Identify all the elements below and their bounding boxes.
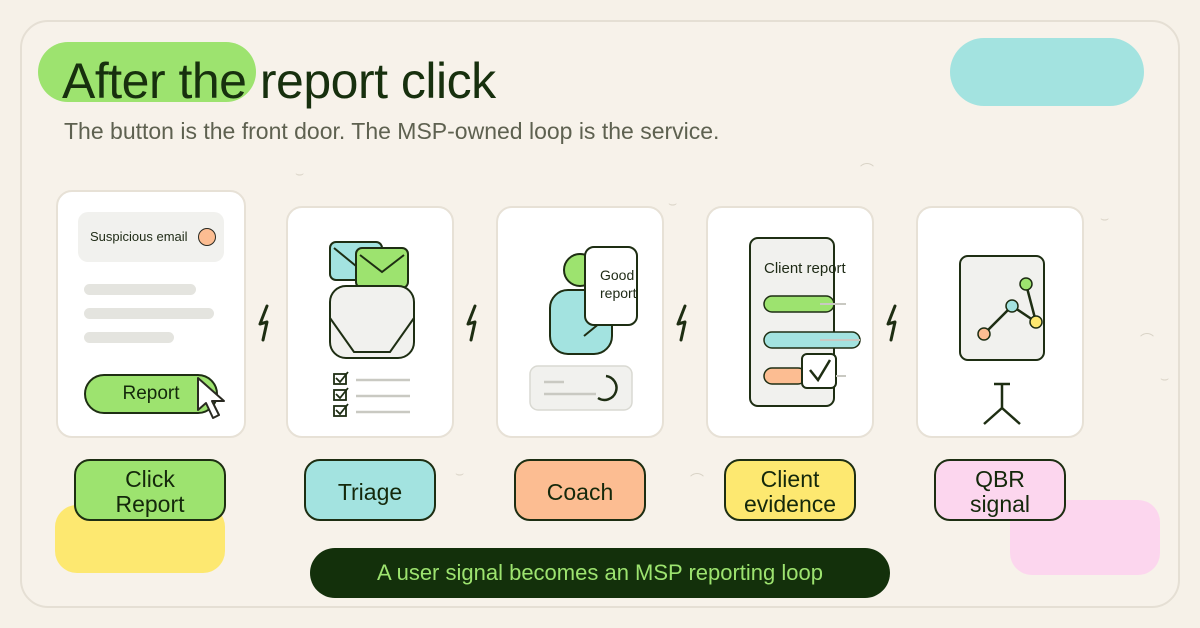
- step-card-client-evidence: Client report: [706, 206, 874, 438]
- suspicious-email-label: Suspicious email: [90, 229, 188, 244]
- client-report-title: Client report: [764, 260, 846, 277]
- decor-speck: ⌣: [1160, 370, 1170, 386]
- decor-speck: ⌣: [295, 165, 305, 181]
- page-subtitle: The button is the front door. The MSP-ow…: [64, 118, 720, 144]
- decor-teal-blob: [950, 38, 1144, 106]
- cursor-arrow-icon: [197, 377, 225, 419]
- step-label-client-evidence: Client evidence: [724, 459, 856, 521]
- connector-bolt-icon: [886, 304, 897, 342]
- qbr-chart-easel-icon: [959, 255, 1045, 425]
- suspicious-email-row: Suspicious email: [78, 212, 224, 262]
- step-card-triage: [286, 206, 454, 438]
- connector-bolt-icon: [466, 304, 477, 342]
- placeholder-line: [84, 284, 196, 295]
- step-card-qbr-signal: [916, 206, 1084, 438]
- step-label-click-report: Click Report: [74, 459, 226, 521]
- coach-person-icon: [529, 253, 633, 411]
- decor-speck: ⌣: [1100, 210, 1110, 226]
- decor-speck: ⌣: [455, 465, 465, 481]
- placeholder-line: [84, 308, 214, 319]
- client-report-document-icon: [749, 237, 861, 407]
- placeholder-line: [84, 332, 174, 343]
- step-label-coach: Coach: [514, 459, 646, 521]
- decor-speck: ⌒: [860, 162, 874, 178]
- alert-dot-icon: [198, 228, 216, 246]
- decor-speck: ⌒: [690, 472, 704, 488]
- connector-bolt-icon: [676, 304, 687, 342]
- decor-speck: ⌣: [668, 195, 678, 211]
- summary-banner: A user signal becomes an MSP reporting l…: [310, 548, 890, 598]
- step-label-qbr-signal: QBR signal: [934, 459, 1066, 521]
- step-label-triage: Triage: [304, 459, 436, 521]
- triage-inbox-icon: [329, 241, 415, 417]
- speech-bubble-text: Good report: [600, 267, 637, 301]
- title-highlight-blob: [38, 42, 256, 102]
- step-card-click-report: Suspicious email Report: [56, 190, 246, 438]
- report-button[interactable]: Report: [84, 374, 218, 414]
- page-title: After the report click: [62, 53, 496, 109]
- connector-bolt-icon: [258, 304, 269, 342]
- step-card-coach: Good report: [496, 206, 664, 438]
- decor-speck: ⌒: [1140, 332, 1154, 348]
- speech-bubble: Good report: [584, 246, 638, 326]
